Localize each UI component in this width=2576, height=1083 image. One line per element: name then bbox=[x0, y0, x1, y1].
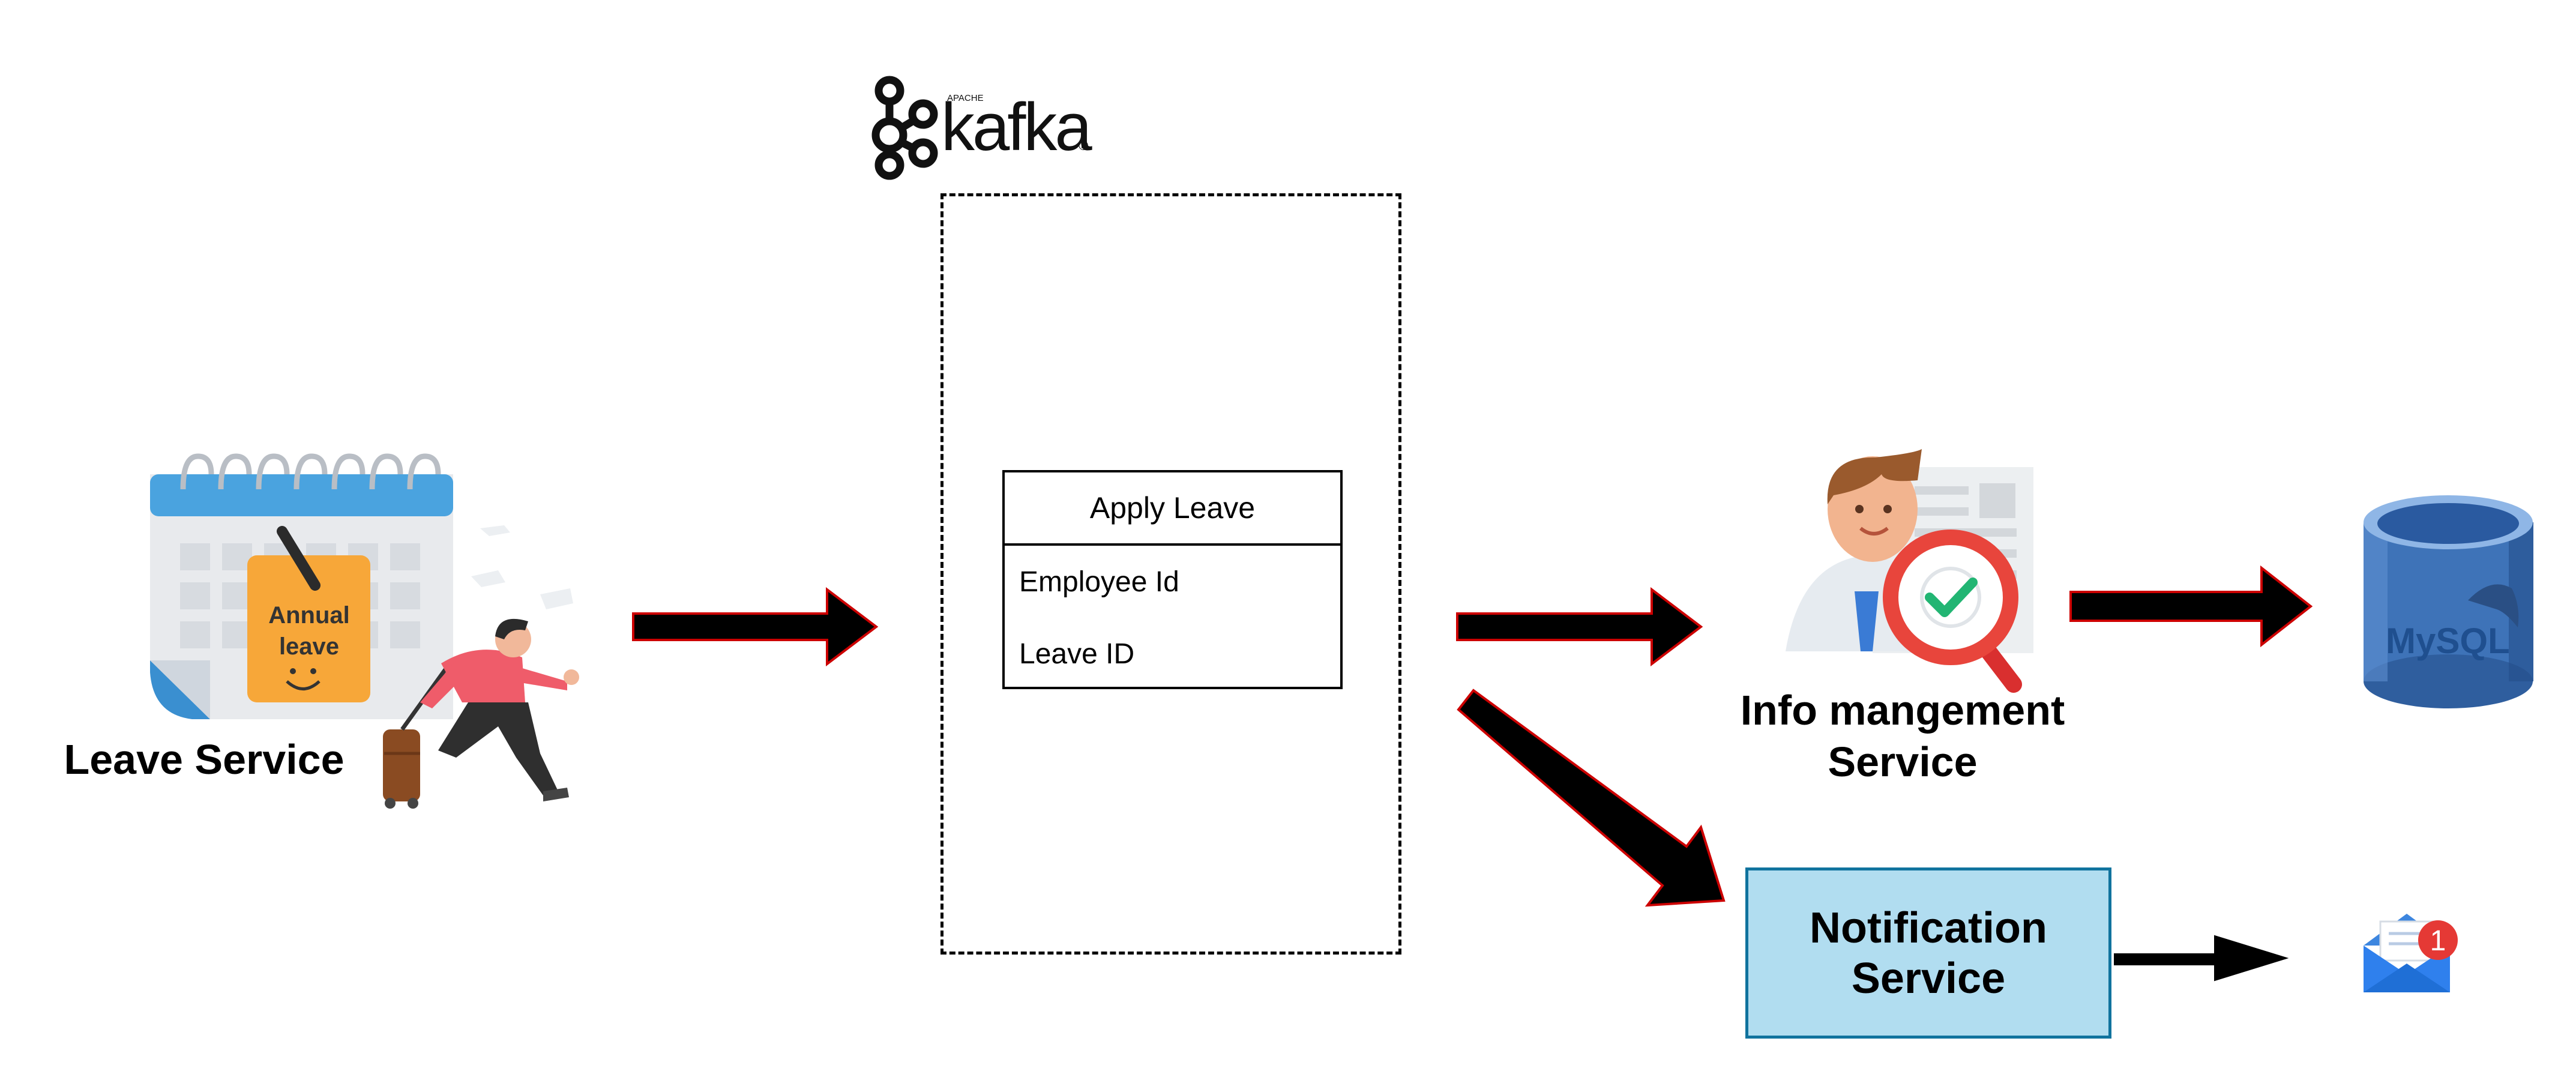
mysql-database-icon bbox=[2364, 495, 2533, 708]
kafka-logo-text: kafka bbox=[941, 89, 1092, 164]
note-line1: Annual bbox=[268, 602, 350, 629]
kafka-apache-text: APACHE bbox=[947, 93, 984, 103]
topic-field-employee-id: Employee Id bbox=[1019, 566, 1179, 598]
kafka-logo-icon bbox=[871, 76, 938, 180]
calendar-icon bbox=[150, 453, 573, 719]
traveler-icon bbox=[383, 618, 579, 809]
arrow-kafka-to-info bbox=[1456, 587, 1703, 667]
arrow-leave-to-kafka bbox=[632, 587, 879, 667]
apply-leave-topic[interactable]: Apply Leave Employee Id Leave ID bbox=[1002, 470, 1343, 689]
topic-field-leave-id: Leave ID bbox=[1019, 638, 1135, 670]
note-line2: leave bbox=[279, 633, 339, 660]
leave-service-label: Leave Service bbox=[64, 736, 345, 783]
notification-service-label: Notification Service bbox=[1810, 904, 2047, 1003]
arrow-kafka-to-notification bbox=[1457, 689, 1726, 907]
notification-service-box[interactable]: Notification Service bbox=[1745, 867, 2111, 1039]
kafka-broker-boundary bbox=[940, 193, 1401, 955]
info-label-line1: Info mangement bbox=[1740, 687, 2065, 734]
kafka-registered-mark: ® bbox=[1079, 138, 1088, 153]
info-management-icon bbox=[1786, 449, 2033, 693]
notification-count-badge bbox=[2418, 920, 2458, 960]
arrow-info-to-mysql bbox=[2069, 565, 2313, 648]
notification-count-text: 1 bbox=[2430, 925, 2446, 957]
info-management-service-label: Info mangement Service bbox=[1693, 684, 2113, 788]
topic-title: Apply Leave bbox=[1005, 472, 1340, 546]
mysql-logo-text: MySQL bbox=[2386, 621, 2510, 661]
info-label-line2: Service bbox=[1828, 738, 1978, 785]
arrow-notification-to-email bbox=[2114, 935, 2289, 982]
